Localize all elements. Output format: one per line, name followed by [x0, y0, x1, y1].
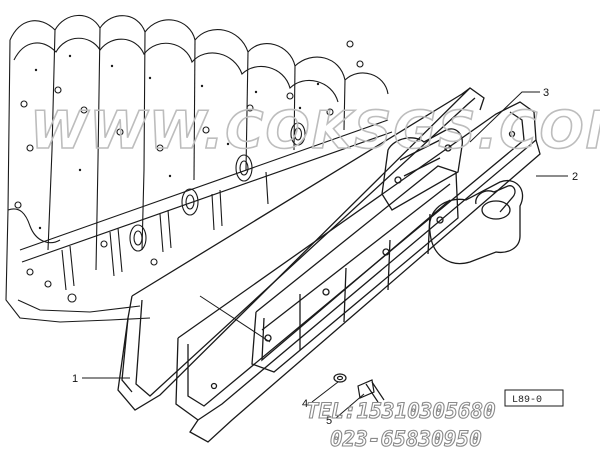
ref-code-box: [504, 389, 564, 407]
callout-2: 2: [572, 171, 578, 183]
watermark-phone: TEL:15310305680: [306, 399, 496, 423]
callout-3: 3: [543, 87, 549, 99]
engine-block: [5, 14, 393, 323]
leader-lines: [82, 91, 568, 419]
gasket: [117, 87, 485, 411]
watermark-phone2: 023-65830950: [330, 427, 482, 451]
block-speckle: [34, 54, 320, 230]
ref-code: L89-0: [512, 395, 542, 406]
callout-5: 5: [326, 415, 332, 427]
watermark-site: WWW.COKSGS.COM: [30, 101, 600, 161]
bolt-and-washer: [333, 373, 385, 403]
callout-1: 1: [72, 373, 78, 385]
callout-4: 4: [302, 398, 308, 410]
